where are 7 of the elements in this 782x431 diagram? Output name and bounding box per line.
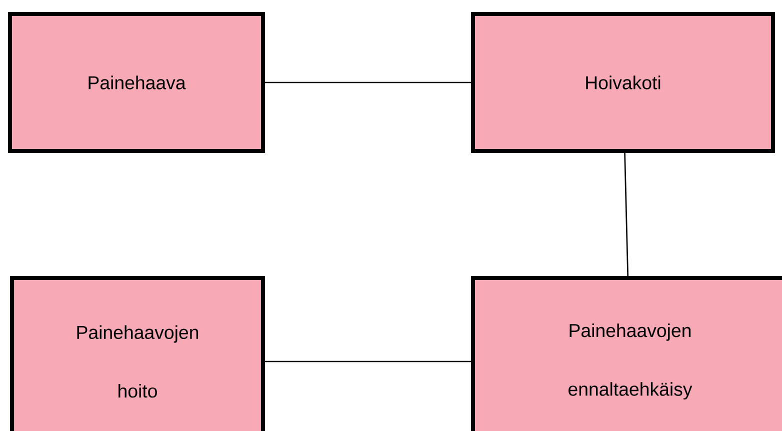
text-box: Hoivakoti bbox=[471, 12, 775, 154]
text-box: Painehaavojen hoito bbox=[10, 276, 265, 431]
connector-line bbox=[624, 153, 629, 276]
connector-line bbox=[264, 360, 471, 362]
text-box: Painehaava bbox=[8, 12, 266, 154]
text-box: Painehaavojen ennaltaehkäisy bbox=[471, 276, 782, 431]
connector-line bbox=[265, 82, 471, 84]
